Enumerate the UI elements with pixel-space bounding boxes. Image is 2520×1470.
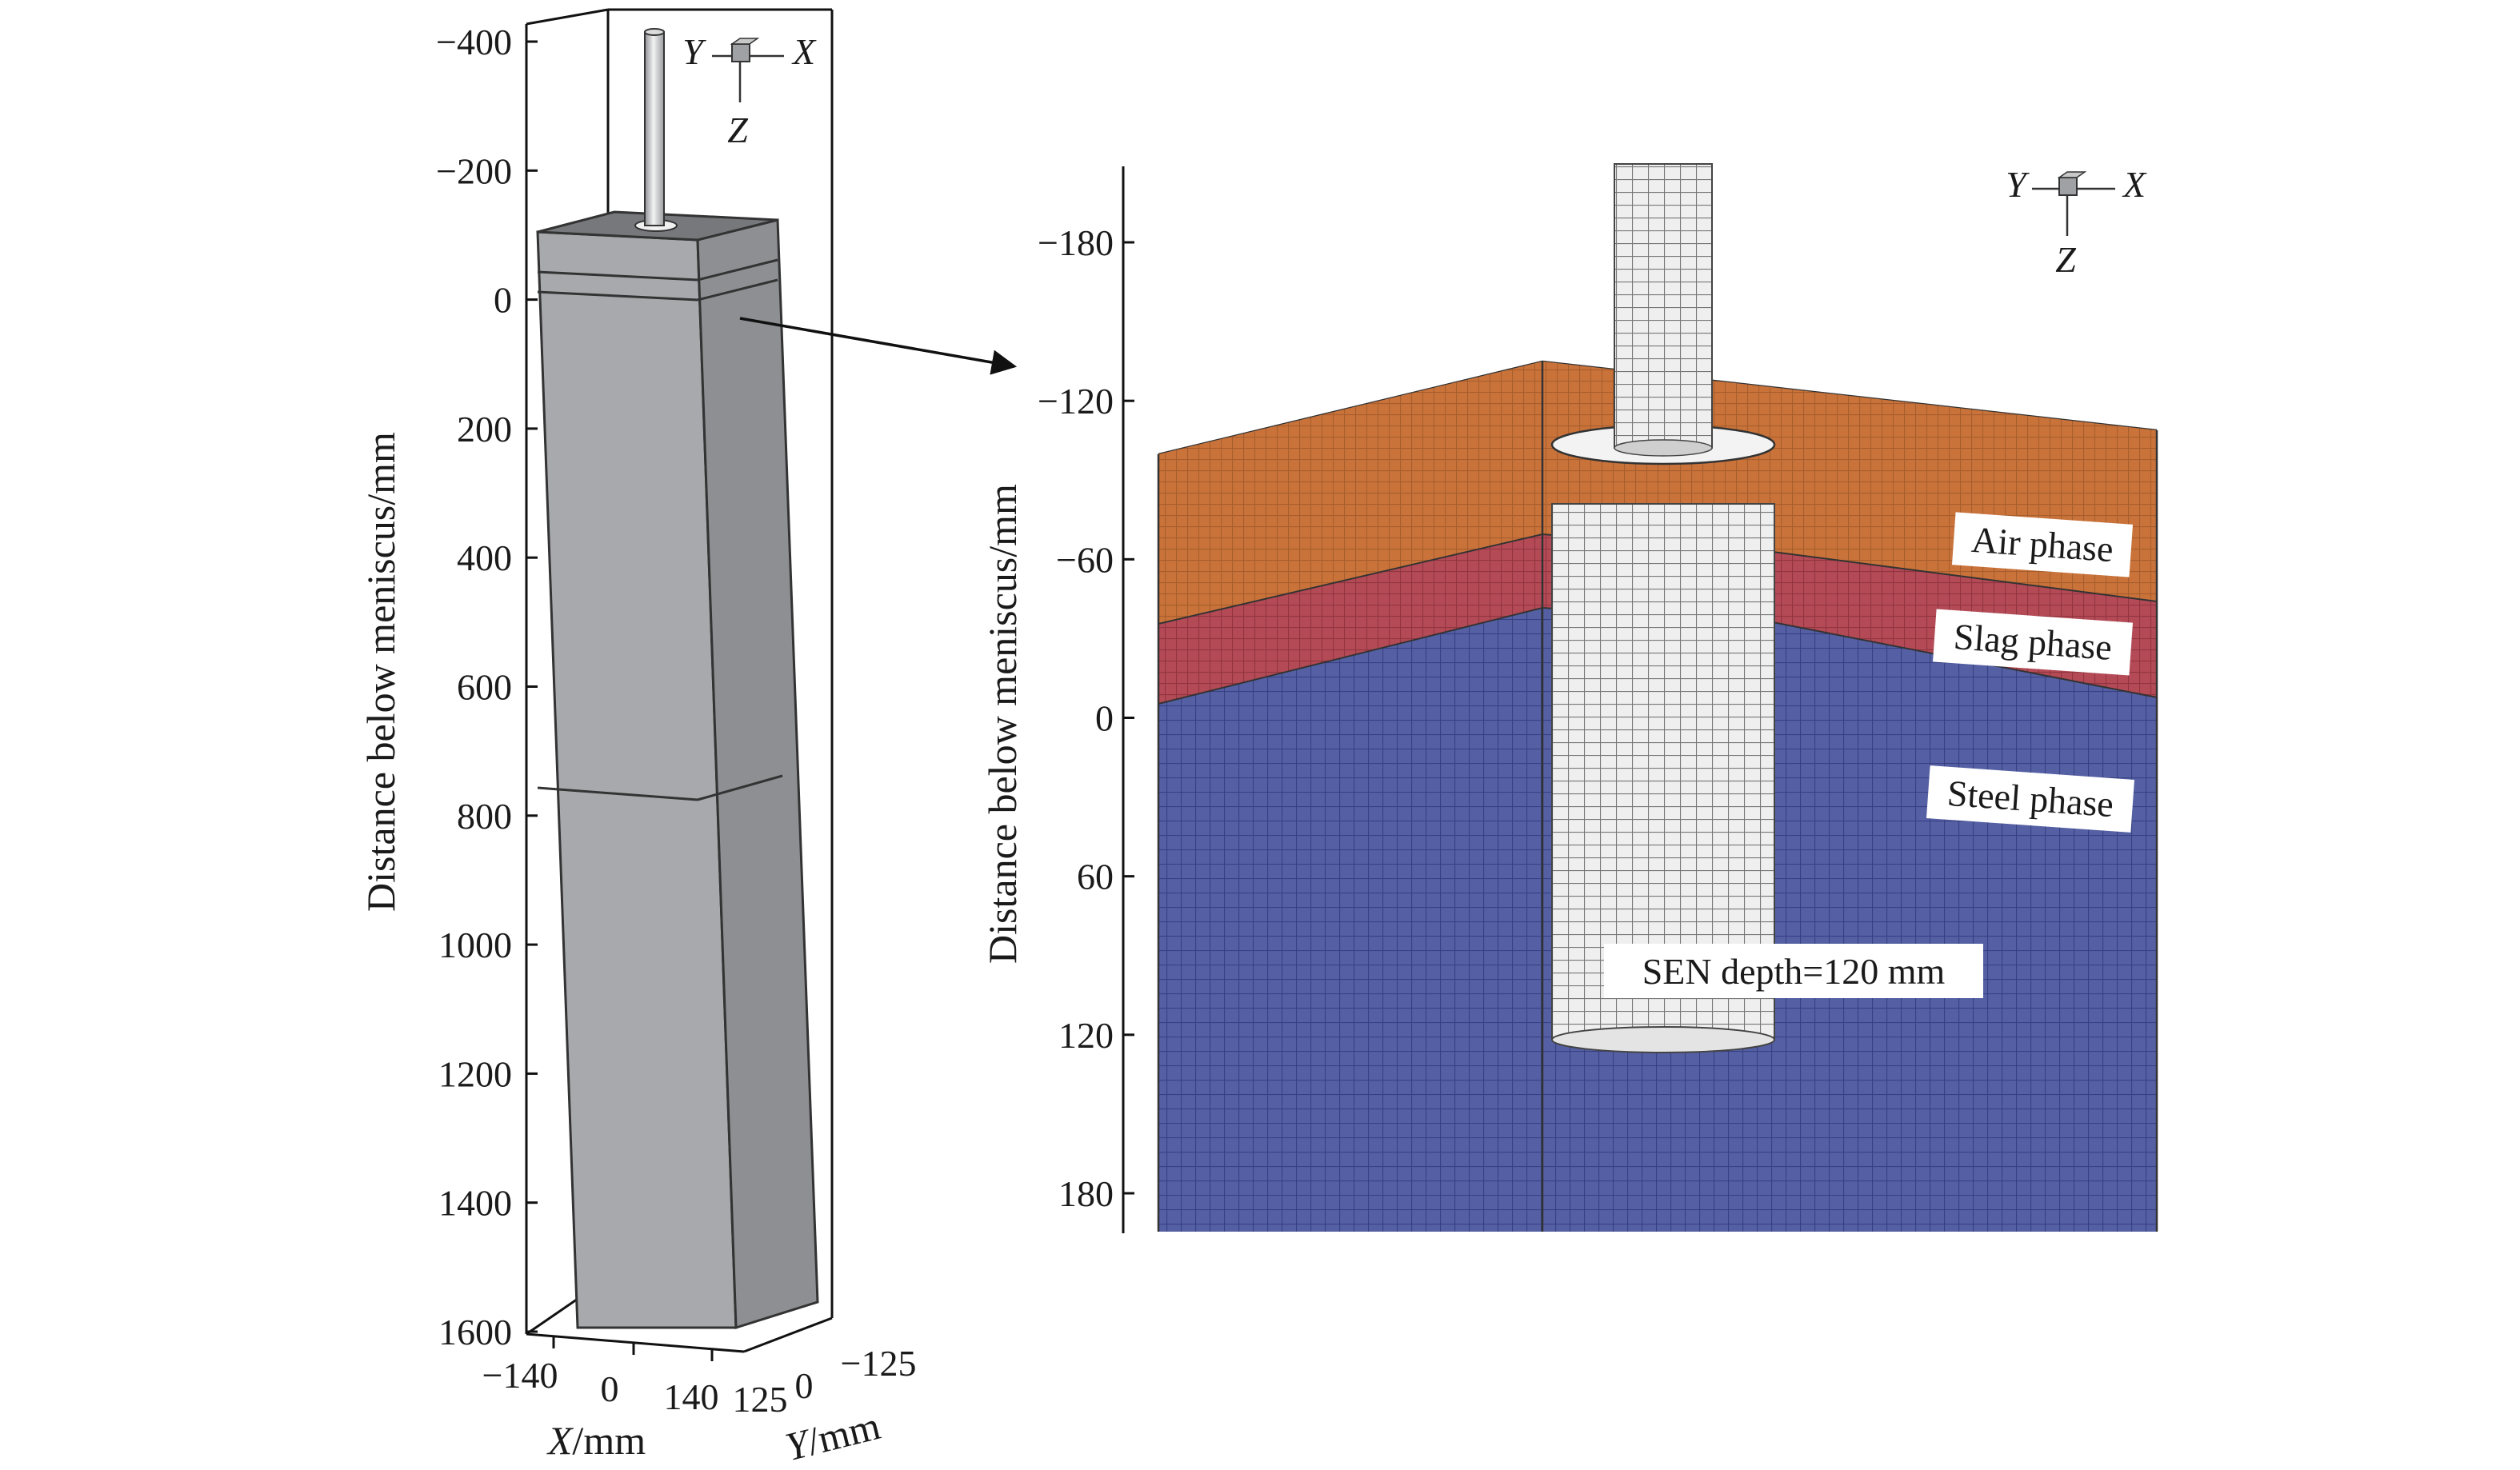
- left-y-tick-3: 200: [457, 409, 512, 449]
- left-x-axis: −140 0 140 X/mm: [482, 1337, 719, 1463]
- right-panel: −180 −120 −60 0 60 120 180 Distance below meni…: [980, 163, 2158, 1233]
- left-y-tick-7: 1000: [438, 925, 512, 965]
- left-y-tick-9: 1400: [438, 1183, 512, 1224]
- right-triad-z: Z: [2055, 239, 2076, 280]
- sen-depth-label: SEN depth=120 mm: [1642, 951, 1946, 992]
- left-y-tick-6: 800: [457, 796, 512, 837]
- left-triad-y: Y: [682, 31, 706, 72]
- right-y-tick-labels: −180 −120 −60 0 60 120 180: [1038, 222, 1134, 1214]
- left-y2-axis: 125 0 −125 Y/mm: [733, 1343, 917, 1469]
- x-tick-label-neg140: −140: [482, 1355, 558, 1396]
- left-y-tick-8: 1200: [438, 1053, 512, 1094]
- right-triad-x: X: [2122, 164, 2147, 205]
- right-y-tick-4: 60: [1077, 857, 1114, 897]
- phase-labels: Air phase Slag phase Steel phase SEN dep…: [1604, 512, 2134, 998]
- right-y-tick-6: 180: [1058, 1173, 1114, 1214]
- right-y-tick-0: −180: [1038, 222, 1114, 263]
- left-y-axis: −400 −200 0 200 400 600 800 1000 1200 1400 1600 Di…: [358, 22, 538, 1352]
- sen-cylinder: [1550, 163, 1776, 1053]
- x-tick-label-140: 140: [664, 1376, 719, 1417]
- sen-rod: [644, 28, 665, 226]
- right-triad-y: Y: [2006, 164, 2030, 205]
- left-triad-z: Z: [727, 110, 748, 150]
- left-y-tick-4: 400: [457, 537, 512, 578]
- zoom-callout-arrow: [739, 317, 1018, 375]
- mold-body: [536, 210, 819, 1330]
- left-orientation-triad: Y X Z: [682, 31, 817, 150]
- left-y2-axis-label: Y/mm: [781, 1403, 885, 1469]
- left-y-tick-1: −200: [436, 150, 512, 191]
- left-y-axis-label: Distance below meniscus/mm: [358, 432, 403, 912]
- left-y-tick-0: −400: [436, 22, 512, 62]
- y2-tick-label-0: 0: [795, 1365, 814, 1406]
- y2-tick-label-neg125: −125: [841, 1343, 917, 1384]
- left-y-tick-labels: −400 −200 0 200 400 600 800 1000 1200 1400 1600: [436, 22, 538, 1352]
- right-y-axis-label: Distance below meniscus/mm: [980, 484, 1025, 964]
- air-left-face: [1158, 362, 1542, 624]
- right-orientation-triad: Y X Z: [2006, 164, 2147, 280]
- right-y-tick-5: 120: [1058, 1015, 1114, 1056]
- slag-left-face: [1158, 534, 1542, 704]
- right-y-tick-1: −120: [1038, 381, 1114, 421]
- air-phase-label: Air phase: [1970, 519, 2115, 569]
- left-y-tick-2: 0: [494, 280, 512, 321]
- left-x-axis-label: X/mm: [546, 1418, 646, 1463]
- x-tick-label-0: 0: [601, 1368, 619, 1409]
- right-y-tick-2: −60: [1056, 539, 1114, 580]
- right-y-tick-3: 0: [1095, 698, 1114, 739]
- y2-tick-label-125: 125: [733, 1379, 788, 1420]
- left-y-tick-10: 1600: [438, 1312, 512, 1352]
- left-y-tick-5: 600: [457, 667, 512, 708]
- steel-left-face: [1158, 608, 1542, 1232]
- left-triad-x: X: [791, 31, 817, 72]
